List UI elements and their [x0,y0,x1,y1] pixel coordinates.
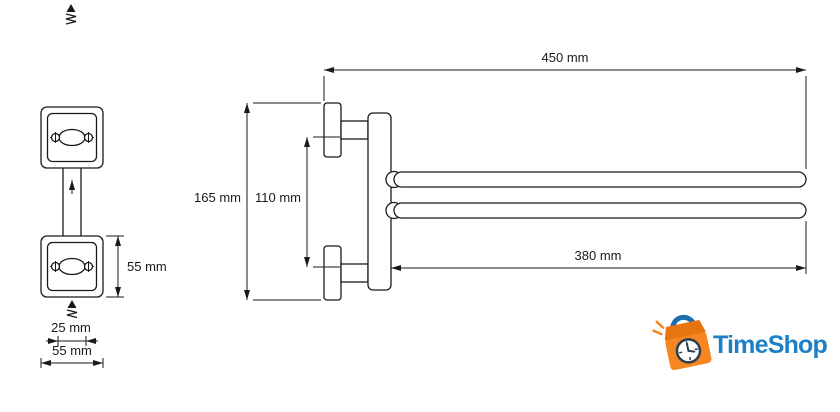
side-bottom-wall-plate [323,245,342,301]
dimension-plate-width: 55 mm [40,343,104,368]
top-screw-glyph [65,4,77,25]
dimension-plug-width: 25 mm [46,320,98,346]
clock-hands [686,343,696,353]
side-top-wall-plate [323,102,342,158]
dimension-rail-length: 380 mm [391,221,807,274]
shopping-bag-clock-icon [652,314,712,371]
timeshop-logo: TimeShop [652,314,828,371]
logo-text: TimeShop [713,331,828,359]
bottom-screw-glyph [66,300,78,319]
dim-label-rail-length: 380 mm [575,248,622,263]
dim-label-total-height: 165 mm [194,190,241,205]
dimension-overall-length: 450 mm [323,50,807,169]
front-view: 55 mm 25 mm 55 mm [40,4,167,368]
upper-arm [393,171,807,188]
connecting-bar [62,168,82,236]
dimension-plate-height: 55 mm [106,235,167,298]
dimension-total-height: 165 mm [194,102,321,301]
top-wall-plate [40,106,104,169]
lower-arm [393,202,807,219]
bag-flap [664,319,706,341]
bottom-stem [340,263,369,283]
pivot-post [367,112,392,291]
dim-label-overall-length: 450 mm [542,50,589,65]
side-view: 450 mm 380 mm 165 mm 110 mm [194,50,807,301]
dim-label-mount-spacing: 110 mm [255,190,301,205]
dim-label-plate-height: 55 mm [127,259,167,274]
dimension-mount-spacing: 110 mm [255,136,340,268]
top-stem [340,120,369,140]
dim-label-plug-width: 25 mm [51,320,91,335]
dim-label-plate-width: 55 mm [52,343,92,358]
bottom-wall-plate [40,235,104,298]
